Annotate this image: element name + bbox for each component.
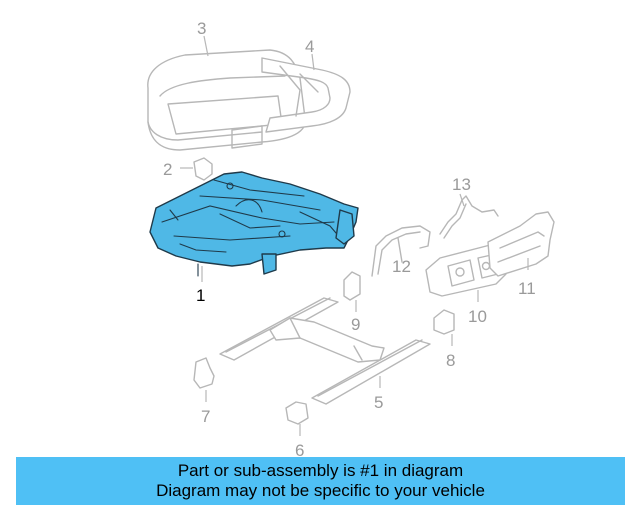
part-2-clip bbox=[180, 157, 213, 181]
part-1-seat-frame[interactable] bbox=[149, 171, 359, 277]
part-9-bracket bbox=[343, 271, 361, 312]
banner-line-1: Part or sub-assembly is #1 in diagram bbox=[177, 461, 464, 480]
part-5-seat-track bbox=[219, 297, 431, 405]
part-13-wire bbox=[439, 193, 499, 239]
callout-1[interactable]: 1 bbox=[196, 286, 205, 305]
callout-11: 11 bbox=[518, 279, 536, 298]
part-4-cushion-pad bbox=[231, 57, 351, 149]
callout-9: 9 bbox=[351, 315, 360, 334]
callout-5: 5 bbox=[374, 393, 383, 412]
callout-6: 6 bbox=[295, 441, 304, 460]
callout-4: 4 bbox=[305, 37, 314, 56]
part-12-cable bbox=[371, 225, 431, 277]
callout-7: 7 bbox=[201, 407, 210, 426]
callout-13: 13 bbox=[452, 175, 471, 194]
part-11-side-shield bbox=[487, 211, 555, 277]
part-6-clip bbox=[285, 401, 309, 436]
callout-12: 12 bbox=[392, 257, 411, 276]
part-7-bracket bbox=[193, 357, 215, 402]
callout-3: 3 bbox=[197, 19, 206, 38]
info-banner: Part or sub-assembly is #1 in diagram Di… bbox=[16, 457, 625, 505]
part-8-bracket bbox=[433, 309, 455, 346]
callout-8: 8 bbox=[446, 351, 455, 370]
callout-10: 10 bbox=[468, 307, 487, 326]
banner-line-2: Diagram may not be specific to your vehi… bbox=[156, 481, 485, 500]
callout-2: 2 bbox=[163, 160, 172, 179]
